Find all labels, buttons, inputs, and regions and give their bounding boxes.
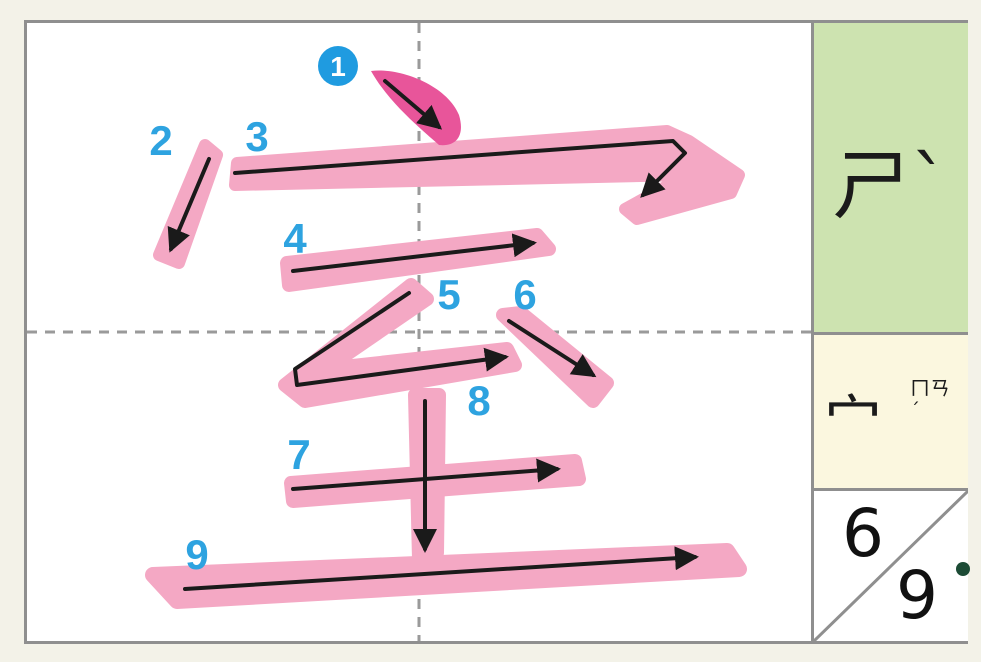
- stroke-number-9: 9: [185, 531, 208, 578]
- corner-dot: [956, 562, 970, 576]
- stroke-arrow-5: [293, 291, 509, 387]
- total-stroke-count: 9: [896, 557, 938, 634]
- stroke-number-7: 7: [287, 431, 310, 478]
- stroke-arrow-6: [507, 319, 597, 378]
- pronunciation-box: ㄕ`: [814, 23, 968, 335]
- stroke-count-box: 6 9: [814, 491, 968, 641]
- stroke-number-3: 3: [245, 113, 268, 160]
- stroke-arrow-3: [233, 139, 687, 198]
- radical-char: 宀: [824, 388, 883, 456]
- pronunciation-text: ㄕ`: [832, 141, 950, 231]
- radical-box: 宀 ㄇㄢˊ: [814, 335, 968, 491]
- character-card: 1 2 3 4 5 6 7 8 9 ㄕ` 宀 ㄇㄢˊ 6 9: [24, 20, 968, 644]
- stroke-number-8: 8: [467, 377, 490, 424]
- stroke-number-2: 2: [149, 117, 172, 164]
- stroke-arrow-1: [383, 79, 443, 130]
- stroke-number-1: 1: [330, 51, 346, 82]
- radical-sub-label: ㄇㄢˊ: [910, 376, 950, 422]
- stroke-shape-5: [278, 278, 522, 408]
- stroke-number-6: 6: [513, 271, 536, 318]
- radical-stroke-count: 6: [842, 495, 884, 572]
- stroke-order-diagram: 1 2 3 4 5 6 7 8 9: [27, 23, 811, 641]
- stroke-arrow-4: [291, 233, 537, 273]
- stroke-number-5: 5: [437, 271, 460, 318]
- count-divider: [814, 491, 968, 641]
- stroke-number-4: 4: [283, 215, 307, 262]
- info-panel: ㄕ` 宀 ㄇㄢˊ 6 9: [811, 23, 968, 641]
- stroke-arrow-9: [183, 546, 699, 591]
- stroke-shape-3: [229, 125, 745, 225]
- stroke-arrow-2: [167, 157, 211, 253]
- badge-circle: [318, 46, 358, 86]
